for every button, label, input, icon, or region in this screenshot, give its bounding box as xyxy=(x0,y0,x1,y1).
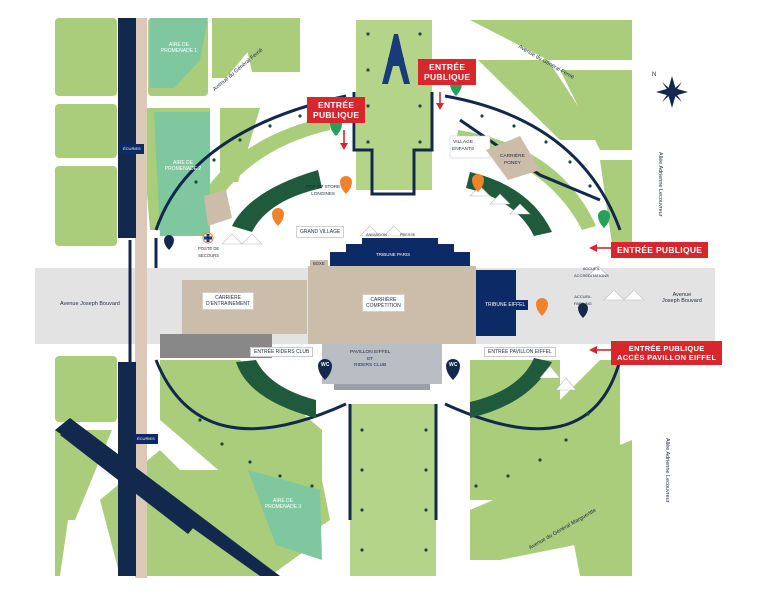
area-promenade-2-label: AIRE DE PROMENADE 2 xyxy=(164,160,202,172)
area-ecuries-left-bottom-label: ÉCURIES xyxy=(134,434,158,444)
area-pavillon-eiffel-label: PAVILLON EIFFEL ET RIDERS CLUB xyxy=(350,350,391,368)
village-enfants-block xyxy=(449,135,491,159)
accueil-accreditations-label: ACCUEIL ACCRÉDITATIONS xyxy=(574,266,609,278)
area-promenade-3-label: AIRE DE PROMENADE 3 xyxy=(264,498,302,510)
area-village-enfants-label: VILLAGE ENFANTS xyxy=(452,140,475,152)
entree-pavillon-eiffel-label[interactable]: ENTRÉE PAVILLON EIFFEL xyxy=(484,347,556,357)
tribune-paris-stand xyxy=(330,238,470,266)
entrance-arrows xyxy=(340,92,612,354)
food-pin-icons xyxy=(272,174,548,316)
road-allee-lecouvreur-bottom: Allée Adrienne Lecouvreur xyxy=(664,438,670,503)
tree-dots xyxy=(194,32,592,552)
entrance-label-top-right[interactable]: ENTRÉE PUBLIQUE xyxy=(418,59,477,85)
area-carriere-entrainement-label: CARRIÈRE D'ENTRAINEMENT xyxy=(202,292,255,310)
area-pop-up-store-label: POP UP STORE LONGINES xyxy=(306,184,341,196)
area-ecuries-left-label: ÉCURIES xyxy=(120,144,144,154)
navy-roads xyxy=(55,18,280,576)
road-avenue-joseph-bouvard-left: Avenue Joseph Bouvard xyxy=(60,301,120,307)
entrance-label-right[interactable]: ENTRÉE PUBLIQUE xyxy=(611,242,709,258)
area-grand-village-label: GRAND VILLAGE xyxy=(296,226,345,238)
first-aid-icon xyxy=(202,232,214,244)
tents xyxy=(221,185,645,391)
area-tribune-paris-label: TRIBUNE PARIS xyxy=(376,252,411,257)
accueil-parking-label: ACCUEIL PARKING xyxy=(574,294,592,306)
compass-north-label: N xyxy=(652,72,657,78)
entree-riders-club-label[interactable]: ENTRÉE RIDERS CLUB xyxy=(250,347,314,357)
road-allee-lecouvreur-top: Allée Adrienne Lecouvreur xyxy=(657,152,663,217)
road-avenue-joseph-bouvard-right: Avenue Joseph Bouvard xyxy=(662,292,702,304)
poste-secours-block xyxy=(204,190,232,226)
compass-rose-icon xyxy=(656,76,688,108)
area-carriere-competition-label: CARRIÈRE COMPÉTITION xyxy=(362,294,405,312)
wc-right-label: WC xyxy=(449,362,458,368)
entrance-label-top-left[interactable]: ENTRÉE PUBLIQUE xyxy=(307,97,366,123)
area-carriere-poney-label: CARRIÈRE PONEY xyxy=(500,154,525,166)
area-box-label: BOXE xyxy=(310,260,328,269)
wc-pin-icons xyxy=(164,235,588,380)
pavillon-eiffel-building xyxy=(322,344,442,390)
entrance-label-right-pavillon[interactable]: ENTRÉE PUBLIQUE ACCÈS PAVILLON EIFFEL xyxy=(611,341,723,365)
wc-left-label: WC xyxy=(321,362,330,368)
carriere-poney-block xyxy=(486,136,540,180)
village-vip-label: ANIMATION MÉDIAS xyxy=(366,233,387,244)
eiffel-tower-icon xyxy=(382,34,410,84)
area-tribune-eiffel-label: TRIBUNE EIFFEL xyxy=(482,300,529,310)
kiosk-small-label: PRESSE xyxy=(400,233,416,237)
promenade-areas xyxy=(150,18,322,560)
area-poste-secours-label: POSTE DE SECOURS xyxy=(198,246,220,258)
area-promenade-1-label: AIRE DE PROMENADE 1 xyxy=(160,42,198,54)
